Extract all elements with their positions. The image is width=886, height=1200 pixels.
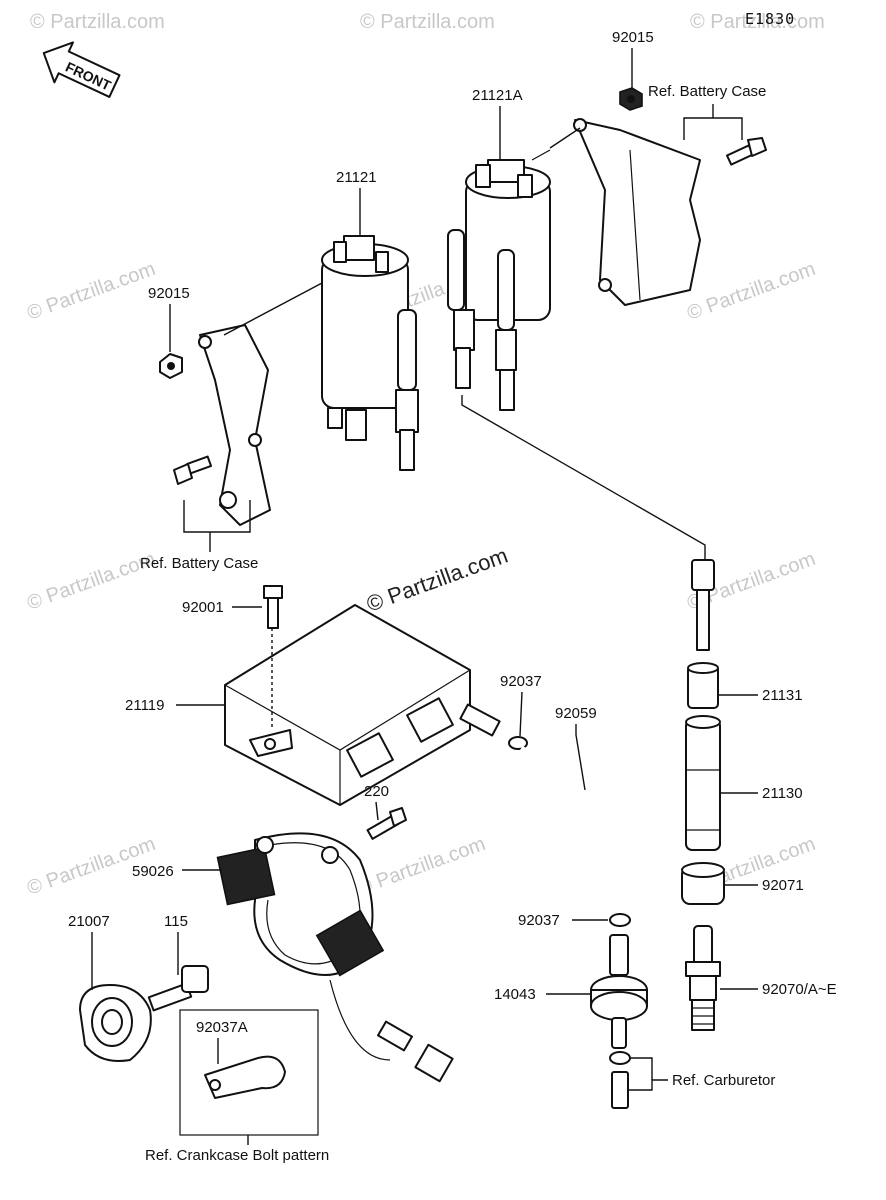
watermark: © Partzilla.com — [690, 11, 825, 33]
label-92015-top: 92015 — [612, 29, 654, 46]
screw-220 — [366, 807, 407, 840]
label-92001: 92001 — [182, 599, 224, 616]
ref-carburetor: Ref. Carburetor — [672, 1072, 775, 1089]
bolt-battery-top — [726, 137, 767, 166]
spark-plug-92070 — [685, 925, 721, 1031]
watermark: © Partzilla.com — [684, 258, 818, 325]
label-92037a: 92037A — [196, 1019, 248, 1036]
watermark: © Partzilla.com — [24, 548, 158, 615]
label-14043: 14043 — [494, 986, 536, 1003]
clamp-92037-top — [508, 736, 528, 750]
label-59026: 59026 — [132, 863, 174, 880]
clamp-carburetor — [609, 1051, 631, 1109]
label-115: 115 — [164, 913, 188, 930]
label-21130: 21130 — [762, 785, 803, 802]
label-92015-left: 92015 — [148, 285, 190, 302]
cap-21131 — [687, 662, 719, 709]
hose-92059 — [517, 745, 610, 901]
label-92071: 92071 — [762, 877, 804, 894]
label-92037-mid: 92037 — [518, 912, 560, 929]
label-92037-top: 92037 — [500, 673, 542, 690]
ref-battery-case-left: Ref. Battery Case — [140, 555, 258, 572]
ignition-coil-21121a — [447, 149, 551, 411]
nut-92015-top — [619, 87, 643, 111]
watermark: © Partzilla.com — [30, 11, 165, 33]
bolt-battery-left — [173, 455, 213, 485]
clamp-92037a-box — [179, 1009, 319, 1136]
clamp-92037a — [204, 1055, 286, 1099]
watermark: © Partzilla.com — [24, 258, 158, 325]
ref-crankcase-bolt-pattern: Ref. Crankcase Bolt pattern — [145, 1147, 329, 1164]
nut-92015-left — [159, 353, 183, 379]
pickup-coil-59026 — [216, 832, 454, 1083]
ic-igniter-21119 — [224, 604, 501, 806]
label-21121a: 21121A — [472, 87, 523, 104]
label-21119: 21119 — [125, 697, 165, 714]
label-21121: 21121 — [336, 169, 377, 186]
watermark: © Partzilla.com — [354, 833, 488, 900]
ref-battery-case-top: Ref. Battery Case — [648, 83, 766, 100]
label-220: 220 — [364, 783, 389, 800]
clamp-92037-mid — [609, 913, 631, 927]
timing-rotor-21007 — [79, 984, 152, 1062]
watermark-main: © Partzilla.com — [363, 543, 511, 617]
screw-92001 — [263, 585, 283, 629]
diagram-code: E1830 — [745, 10, 795, 28]
label-21007: 21007 — [68, 913, 110, 930]
label-92059: 92059 — [555, 705, 597, 722]
seal-92071 — [681, 862, 725, 905]
ignition-coil-21121 — [321, 235, 419, 471]
label-92070: 92070/A~E — [762, 981, 837, 998]
front-arrow: FRONT — [42, 41, 121, 98]
vacuum-valve-14043 — [590, 934, 648, 1049]
bracket-right — [573, 118, 701, 306]
label-21131: 21131 — [762, 687, 803, 704]
plug-cap-21130 — [685, 715, 721, 851]
plug-lead-end — [691, 559, 715, 651]
watermark: © Partzilla.com — [360, 11, 495, 33]
bracket-left — [198, 324, 271, 526]
bolt-115 — [147, 965, 209, 1012]
